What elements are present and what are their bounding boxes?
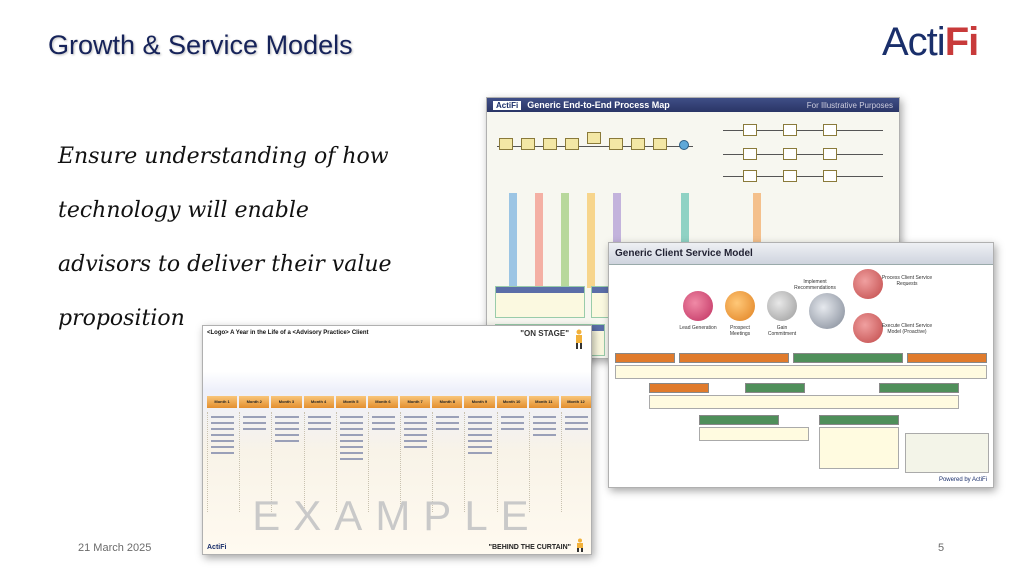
statement-line-4: proposition (58, 306, 185, 331)
month-2: Month 2 (239, 396, 270, 408)
statement-line-2: technology will enable (58, 198, 309, 223)
month-10: Month 10 (496, 396, 527, 408)
actifi-logo: ActiFi (882, 20, 980, 65)
process-map-tag: For Illustrative Purposes (806, 100, 893, 110)
key-statement: Ensure understanding of how technology w… (58, 130, 438, 346)
process-map-title: Generic End-to-End Process Map (527, 100, 670, 110)
client-service-model-image: Generic Client Service Model Lead Genera… (608, 242, 994, 488)
month-header-row: Month 1 Month 2 Month 3 Month 4 Month 5 … (207, 396, 591, 408)
statement-line-1: Ensure understanding of how (58, 144, 389, 169)
service-requests-icon (853, 269, 883, 299)
behind-curtain-label: "BEHIND THE CURTAIN" (488, 544, 571, 551)
example-watermark: EXAMPLE (252, 492, 542, 539)
month-8: Month 8 (432, 396, 463, 408)
lead-generation-icon (683, 291, 713, 321)
process-map-flow (493, 118, 893, 190)
statement-line-3: advisors to deliver their value (58, 252, 392, 277)
month-12: Month 12 (560, 396, 591, 408)
month-6: Month 6 (367, 396, 399, 408)
month-1: Month 1 (207, 396, 238, 408)
logo-accent: Fi (944, 20, 980, 64)
gears-icon (809, 293, 845, 329)
gain-commitment-label: Gain Commitment (767, 325, 797, 337)
year-in-life-header: <Logo> A Year in the Life of a <Advisory… (207, 330, 369, 336)
service-model-icon (853, 313, 883, 343)
on-stage-label: "ON STAGE" (520, 329, 569, 338)
gain-commitment-icon (767, 291, 797, 321)
prospect-meetings-label: Prospect Meetings (729, 325, 751, 337)
process-map-header: ActiFi Generic End-to-End Process Map Fo… (487, 98, 899, 112)
lead-generation-label: Lead Generation (679, 325, 717, 331)
month-11: Month 11 (528, 396, 559, 408)
month-3: Month 3 (271, 396, 302, 408)
service-requests-label: Process Client Service Requests (881, 275, 933, 287)
logo-main: Acti (882, 20, 946, 64)
month-columns (207, 412, 591, 512)
service-model-label: Execute Client Service Model (Proactive) (881, 323, 933, 335)
month-9: Month 9 (464, 396, 495, 408)
footer-date: 21 March 2025 (78, 542, 152, 554)
process-map-tracks (495, 193, 895, 288)
implement-label: Implement Recommendations (794, 279, 836, 291)
month-7: Month 7 (400, 396, 431, 408)
year-in-life-logo: ActiFi (207, 544, 227, 551)
process-map-logo: ActiFi (493, 100, 522, 110)
client-model-footer: Powered by ActiFi (938, 477, 987, 483)
month-5: Month 5 (335, 396, 366, 408)
prospect-meetings-icon (725, 291, 755, 321)
slide-title: Growth & Service Models (48, 30, 353, 60)
page-number: 5 (938, 542, 945, 554)
person-icon (576, 329, 582, 349)
client-model-title: Generic Client Service Model (609, 243, 993, 265)
month-4: Month 4 (303, 396, 334, 408)
year-in-life-image: <Logo> A Year in the Life of a <Advisory… (202, 325, 592, 555)
person-icon-small (577, 538, 583, 552)
